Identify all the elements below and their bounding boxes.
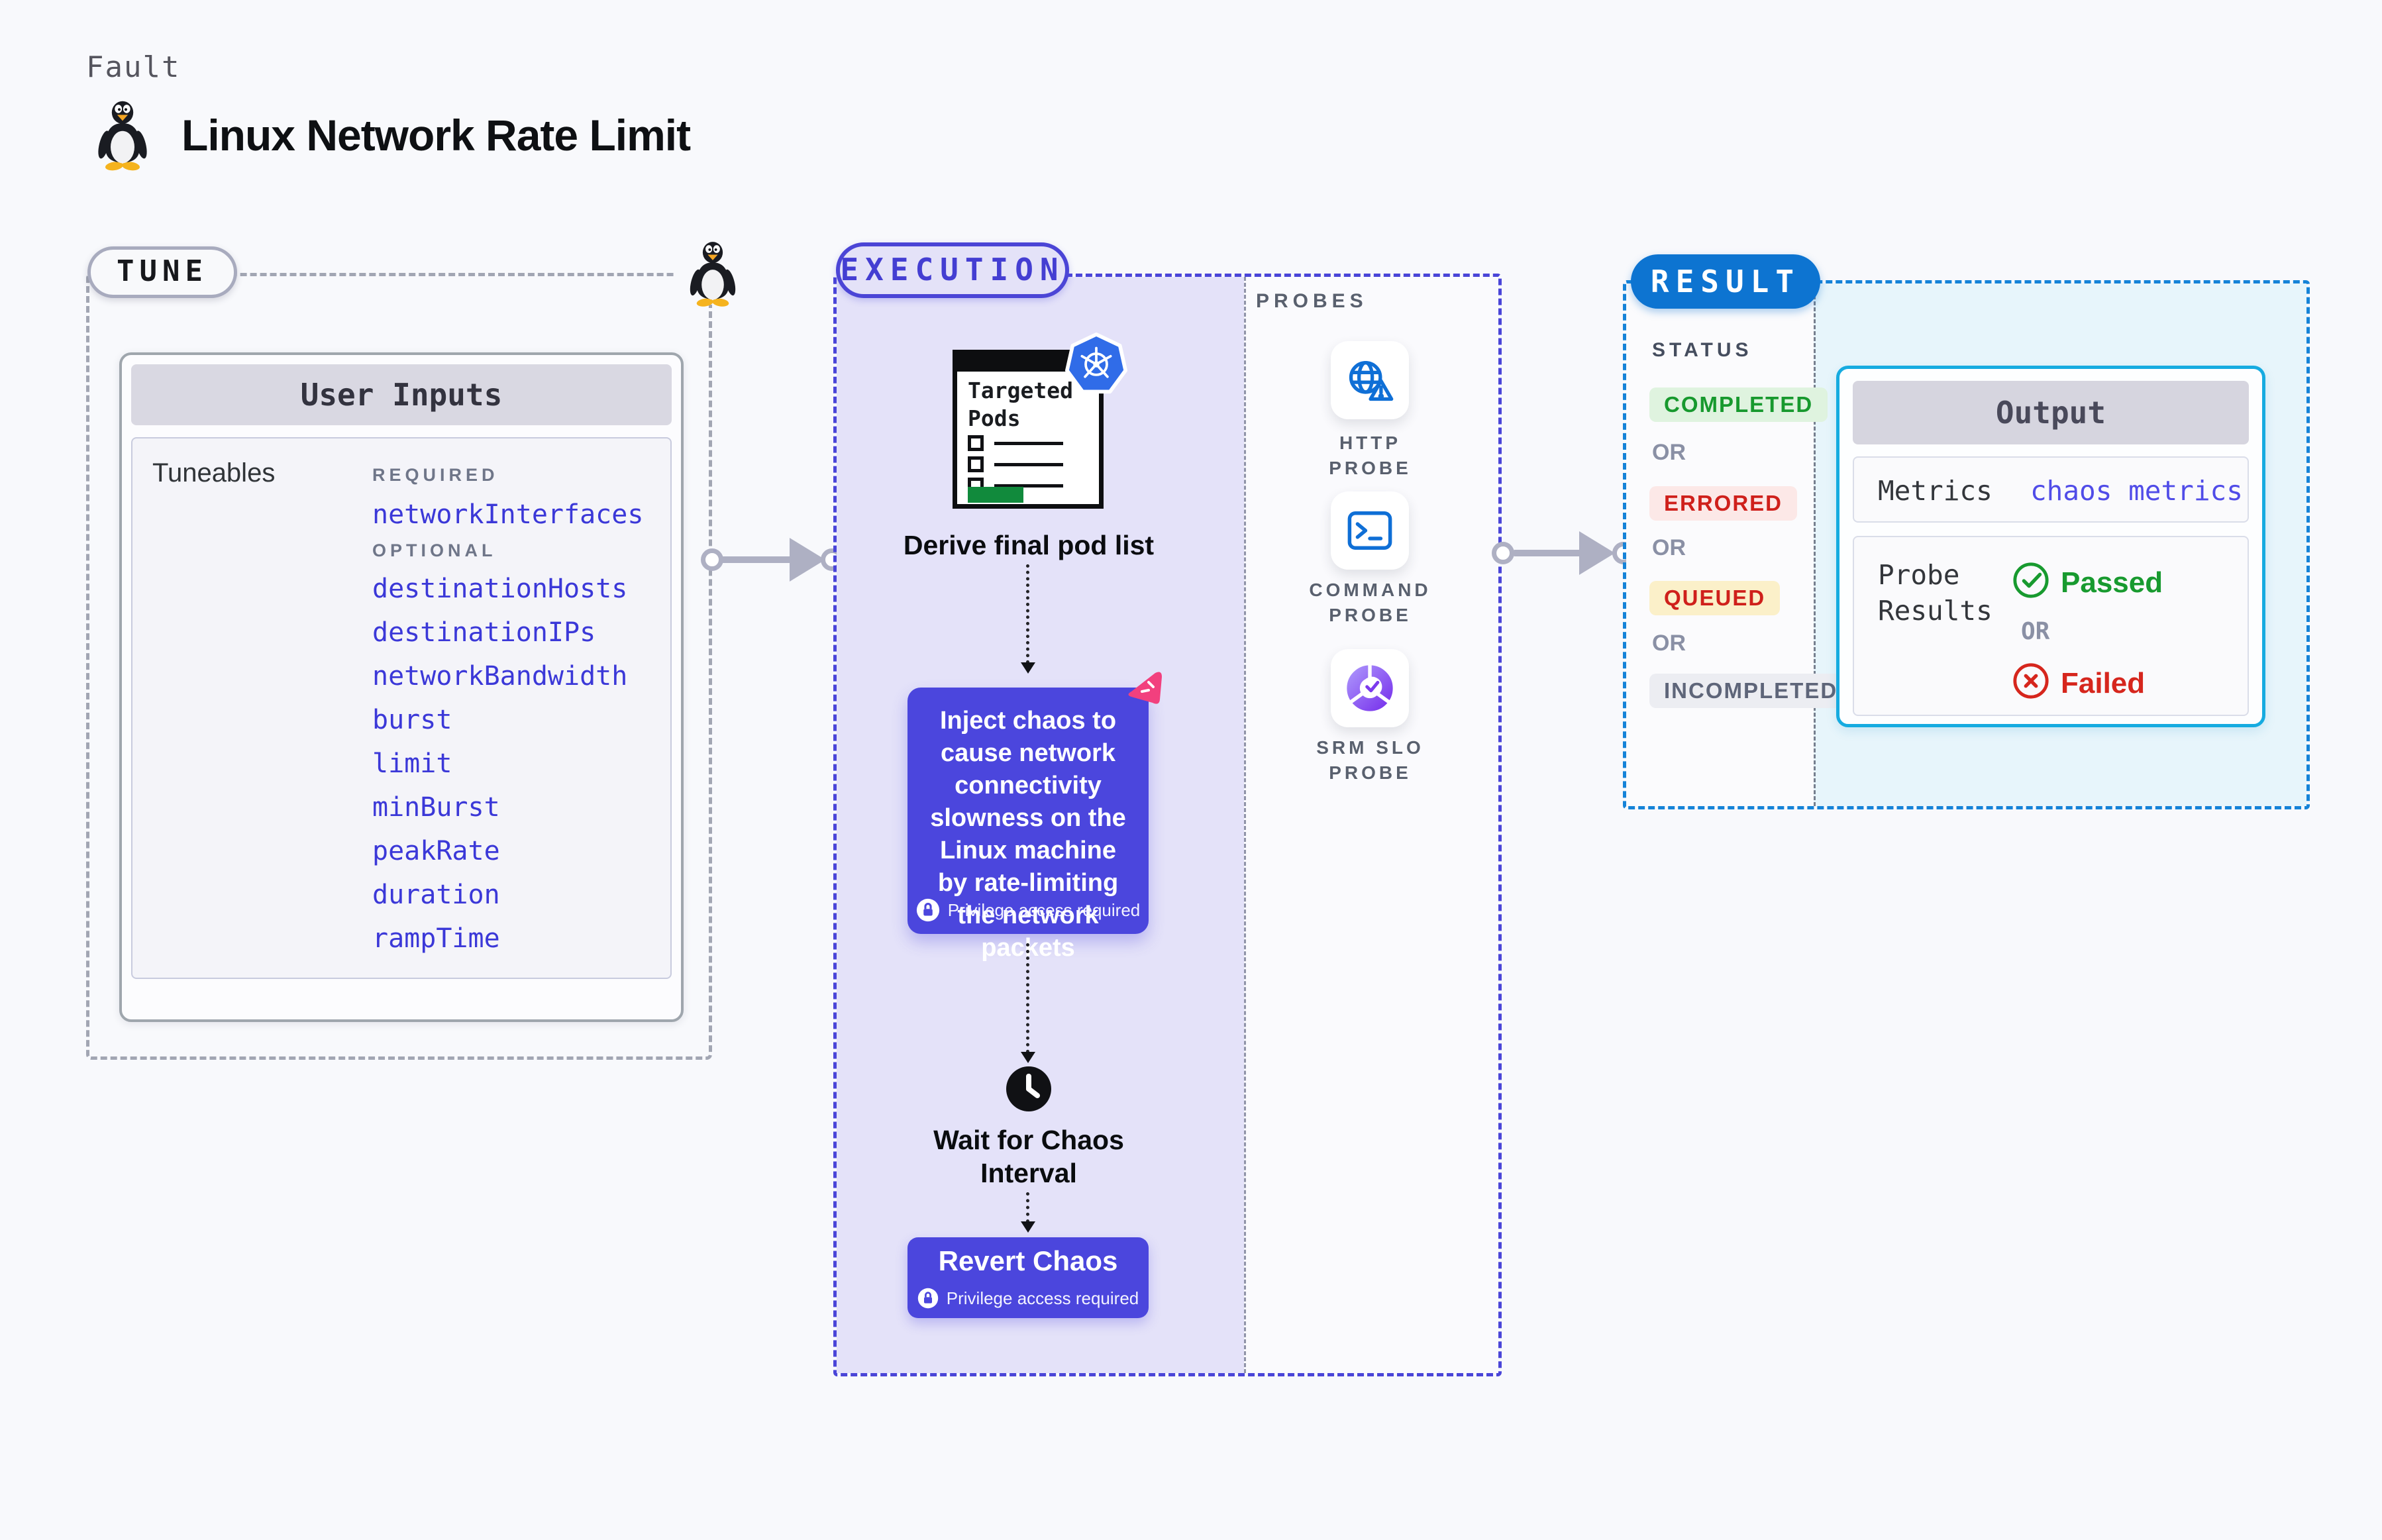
kubernetes-icon xyxy=(1065,333,1127,394)
privilege-note: Privilege access required xyxy=(907,898,1149,922)
tuneable-link[interactable]: minBurst xyxy=(372,792,500,823)
clock-icon xyxy=(1006,1066,1051,1111)
metrics-label: Metrics xyxy=(1878,475,1993,507)
flow-arrow-head xyxy=(1021,1221,1035,1233)
fault-kind-label: Fault xyxy=(86,50,181,84)
output-header: Output xyxy=(1853,381,2249,444)
lock-icon xyxy=(917,1288,938,1309)
pod-list-row xyxy=(968,456,1063,472)
revert-chaos-step: Revert Chaos Privilege access required xyxy=(907,1237,1149,1318)
status-badge-completed: COMPLETED xyxy=(1649,387,1828,422)
inject-chaos-description: Inject chaos to cause network connectivi… xyxy=(930,707,1126,962)
tuneable-link[interactable]: rampTime xyxy=(372,923,500,954)
or-label: OR xyxy=(1652,440,1686,465)
flow-connector xyxy=(1026,943,1029,1053)
tuneables-panel xyxy=(131,437,672,979)
metrics-value-link[interactable]: chaos metrics xyxy=(2030,475,2243,507)
status-badge-errored: ERRORED xyxy=(1649,486,1798,521)
http-probe-label: HTTP PROBE xyxy=(1329,433,1412,478)
derive-pod-list-label: Derive final pod list xyxy=(903,530,1155,560)
connector-dot xyxy=(1492,542,1514,564)
tuneable-link[interactable]: burst xyxy=(372,705,452,735)
lock-icon xyxy=(916,898,939,922)
output-card: Output Metrics chaos metrics Probe Resul… xyxy=(1836,366,2265,727)
arrow-tune-to-execution xyxy=(719,556,794,563)
slo-donut-icon xyxy=(1347,664,1393,711)
revert-chaos-label: Revert Chaos xyxy=(938,1245,1118,1276)
terminal-icon xyxy=(1347,511,1392,550)
metrics-row: Metrics chaos metrics xyxy=(1853,456,2249,523)
passed-label: Passed xyxy=(2061,566,2163,599)
probe-results-label: Probe Results xyxy=(1878,559,1993,627)
flow-arrow-head xyxy=(1021,1052,1035,1063)
required-group-label: REQUIRED xyxy=(372,465,499,485)
failed-label: Failed xyxy=(2061,667,2146,699)
flow-connector xyxy=(1026,564,1029,664)
tuneable-link[interactable]: peakRate xyxy=(372,836,500,866)
tune-badge: TUNE xyxy=(87,246,237,298)
privilege-note-text: Privilege access required xyxy=(946,1288,1139,1308)
arrow-execution-to-result xyxy=(1512,550,1583,556)
tuneable-link[interactable]: limit xyxy=(372,748,452,779)
command-probe-label: COMMAND PROBE xyxy=(1309,580,1431,625)
pods-window-title: Targeted Pods xyxy=(968,378,1073,431)
srm-slo-probe-label: SRM SLO PROBE xyxy=(1316,737,1424,783)
flow-arrow-head xyxy=(1021,662,1035,674)
passed-check-icon xyxy=(2013,562,2049,598)
or-label: OR xyxy=(1652,631,1686,656)
connector-dot xyxy=(701,548,723,571)
page-title: Linux Network Rate Limit xyxy=(181,111,691,160)
wait-for-chaos-label: Wait for Chaos Interval xyxy=(933,1125,1124,1188)
probe-results-row: Probe Results Passed OR Failed xyxy=(1853,536,2249,716)
status-badge-incompleted: INCOMPLETED xyxy=(1649,674,1853,708)
or-label: OR xyxy=(1652,535,1686,560)
http-probe-card xyxy=(1331,341,1409,419)
status-column xyxy=(1626,283,1814,806)
tuneable-link[interactable]: duration xyxy=(372,880,500,910)
probes-area xyxy=(1244,277,1498,1373)
chaos-fault-icon xyxy=(1128,672,1162,704)
tux-penguin-icon xyxy=(690,242,736,307)
tuneable-link[interactable]: destinationIPs xyxy=(372,617,596,648)
tuneable-link[interactable]: destinationHosts xyxy=(372,574,628,604)
failed-x-icon xyxy=(2013,663,2049,699)
tuneables-label: Tuneables xyxy=(152,458,276,488)
tune-section-box xyxy=(86,273,712,1060)
globe-alert-icon xyxy=(1349,360,1394,401)
privilege-note-text: Privilege access required xyxy=(947,899,1141,920)
or-label: OR xyxy=(2021,618,2050,645)
optional-group-label: OPTIONAL xyxy=(372,540,497,560)
status-badge-queued: QUEUED xyxy=(1649,581,1781,615)
command-probe-card xyxy=(1331,491,1409,570)
execution-badge: EXECUTION xyxy=(836,242,1069,298)
pod-list-row xyxy=(968,435,1063,451)
result-badge: RESULT xyxy=(1631,254,1820,309)
inject-chaos-step: Inject chaos to cause network connectivi… xyxy=(907,688,1149,962)
pods-progress-bar xyxy=(968,487,1023,503)
arrow-head xyxy=(790,538,825,582)
flow-connector xyxy=(1026,1192,1029,1223)
arrow-head xyxy=(1579,531,1615,575)
tuneable-link[interactable]: networkBandwidth xyxy=(372,661,628,692)
user-inputs-header: User Inputs xyxy=(131,364,672,425)
tuneable-link[interactable]: networkInterfaces xyxy=(372,499,644,530)
privilege-note: Privilege access required xyxy=(907,1288,1149,1309)
tux-penguin-icon xyxy=(98,101,147,171)
srm-slo-probe-card xyxy=(1331,649,1409,727)
probes-section-label: PROBES xyxy=(1256,290,1368,312)
status-label: STATUS xyxy=(1652,339,1753,361)
